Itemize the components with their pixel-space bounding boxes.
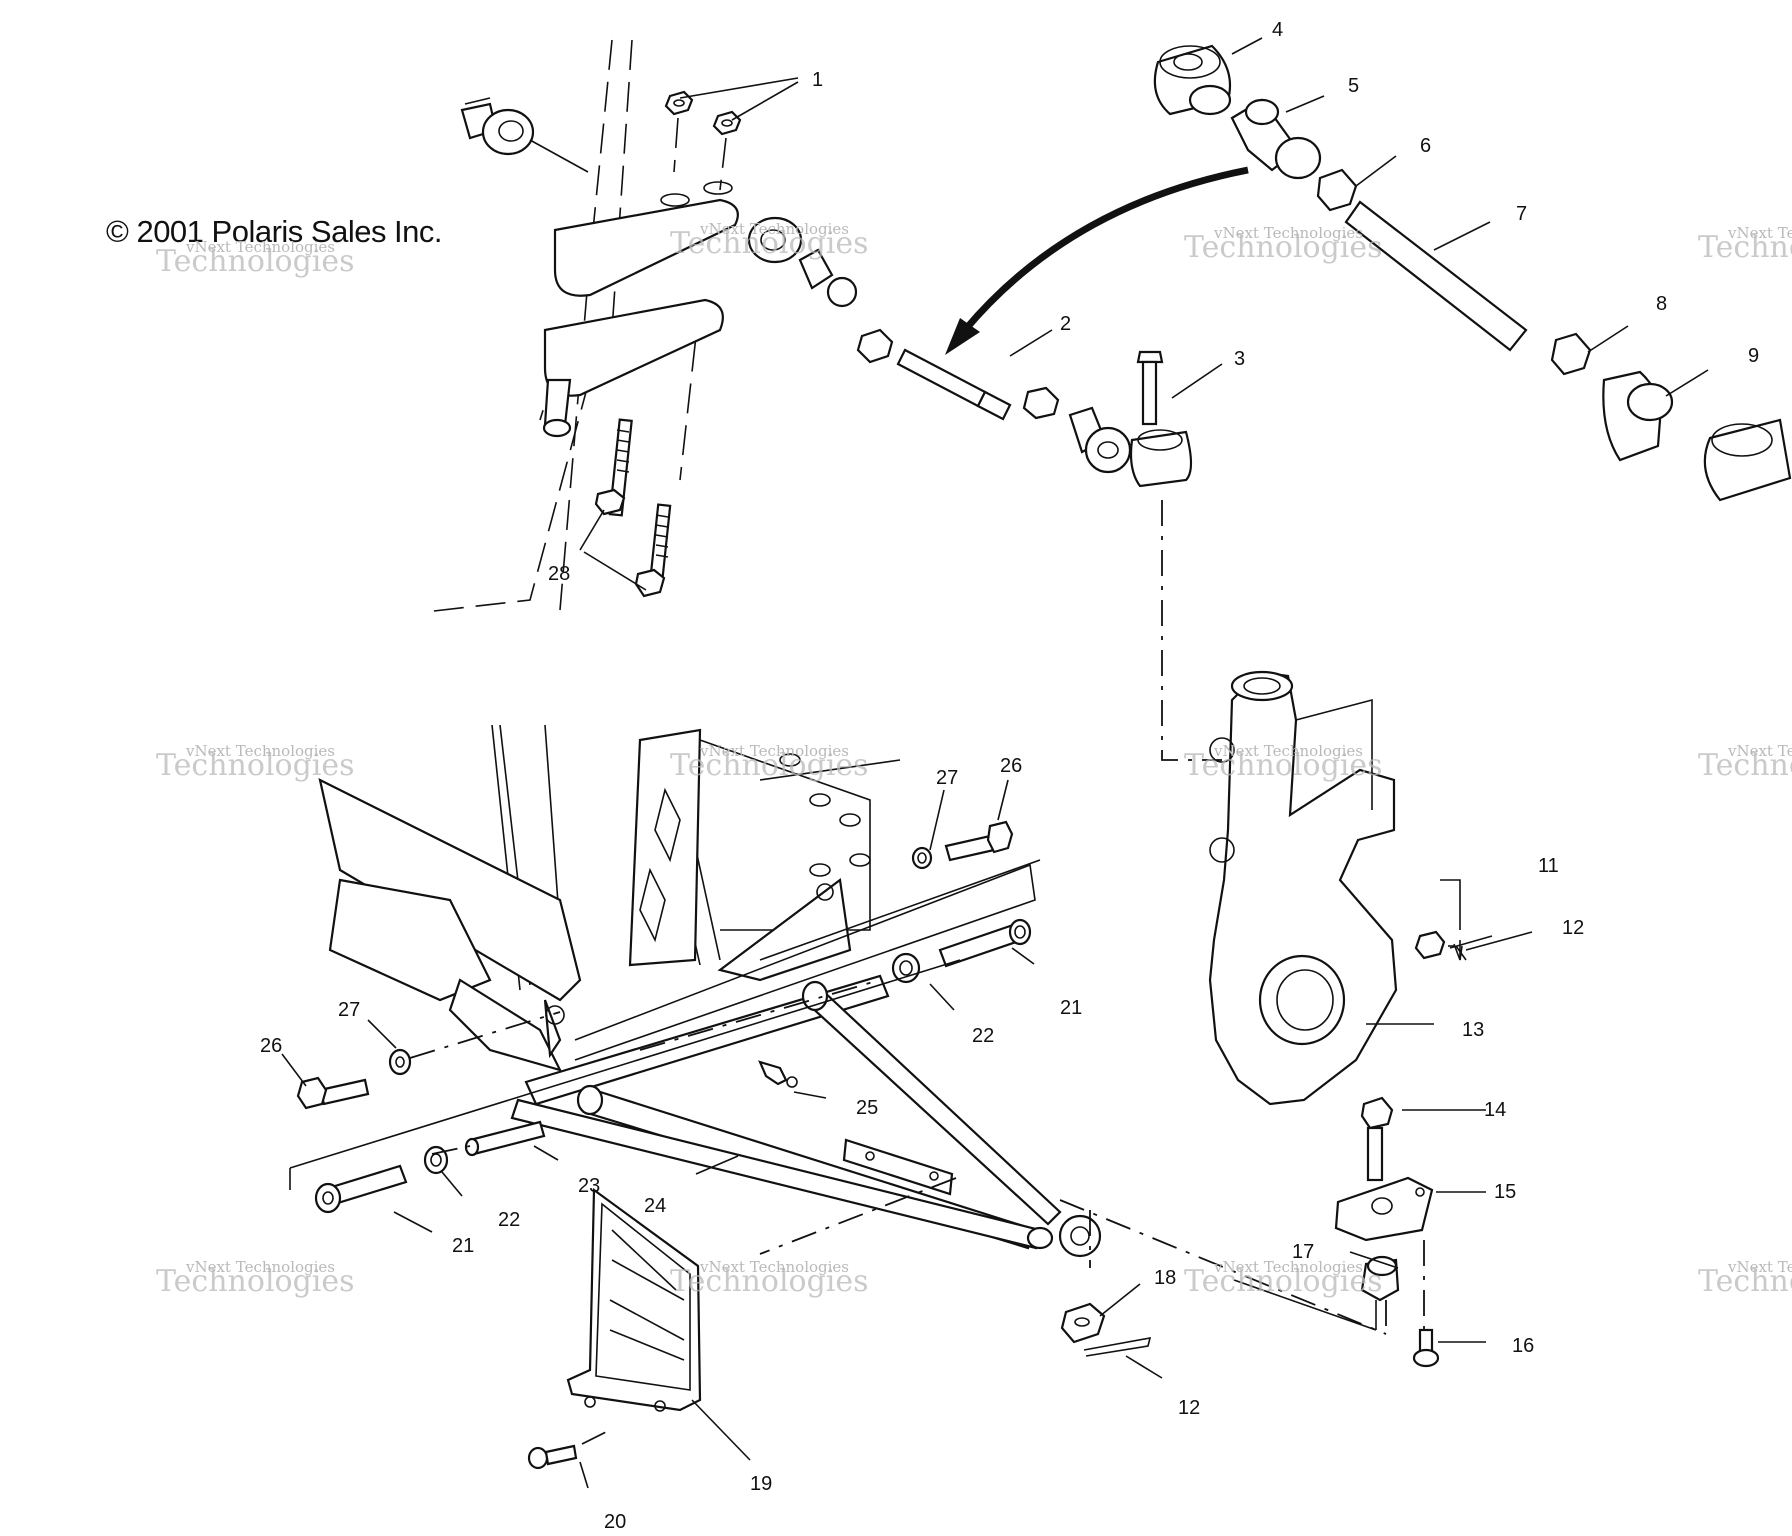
callout-19: 19 xyxy=(750,1473,772,1495)
assembly-arrow xyxy=(945,166,1249,355)
washer-22-left xyxy=(423,1145,449,1175)
bushing-21-left xyxy=(314,1164,408,1214)
callout-22-right: 22 xyxy=(972,1025,994,1047)
cotter-pin-12-lower xyxy=(1083,1336,1152,1357)
alignment-line-spindle xyxy=(1161,500,1222,761)
bolt-26-right xyxy=(944,820,1014,862)
callout-1: 1 xyxy=(812,69,823,91)
callout-labels: 1 2 3 4 5 6 7 8 9 11 12 12 13 14 15 16 1… xyxy=(260,19,1759,1533)
nut-18 xyxy=(1060,1302,1106,1344)
callout-27-left: 27 xyxy=(338,999,360,1021)
callout-27-right: 27 xyxy=(936,767,958,789)
ball-joint-17 xyxy=(1360,1255,1400,1302)
pivot-tube-23 xyxy=(464,1120,546,1157)
bolt-26-left xyxy=(296,1076,370,1110)
callout-12-lower: 12 xyxy=(1178,1397,1200,1419)
callout-4: 4 xyxy=(1272,19,1283,41)
alignment-line-20 xyxy=(581,1429,611,1445)
screw-20 xyxy=(527,1444,578,1470)
tie-rod-assembly xyxy=(747,216,1193,488)
washer-22-right xyxy=(891,952,921,984)
guard-plate-19 xyxy=(566,1187,702,1412)
callout-12-upper: 12 xyxy=(1562,917,1584,939)
spindle-assembly xyxy=(1208,670,1398,1106)
callout-21-left: 21 xyxy=(452,1235,474,1257)
callout-24: 24 xyxy=(644,1195,666,1217)
callout-16: 16 xyxy=(1512,1335,1534,1357)
callout-28: 28 xyxy=(548,563,570,585)
frame-section xyxy=(318,724,1036,1072)
copyright-notice: © 2001 Polaris Sales Inc. xyxy=(106,214,443,249)
bolt-28-pair xyxy=(594,418,672,598)
nut-1-pair xyxy=(664,90,742,191)
nut-11 xyxy=(1414,879,1461,960)
a-arm-assembly xyxy=(510,974,1102,1258)
bolt-16 xyxy=(1412,1328,1440,1368)
callout-17: 17 xyxy=(1292,1241,1314,1263)
bushing-21-right xyxy=(938,918,1032,968)
callout-18: 18 xyxy=(1154,1267,1176,1289)
exploded-tie-rod xyxy=(1153,44,1792,502)
plate-15 xyxy=(1334,1176,1434,1242)
bolt-14 xyxy=(1360,1096,1394,1182)
callout-5: 5 xyxy=(1348,75,1359,97)
cotter-pin-12-upper xyxy=(1448,943,1467,961)
callout-14: 14 xyxy=(1484,1099,1506,1121)
callout-26-left: 26 xyxy=(260,1035,282,1057)
washer-27-right xyxy=(911,846,933,870)
alignment-line-23 xyxy=(431,1145,471,1155)
callout-25: 25 xyxy=(856,1097,878,1119)
callout-13: 13 xyxy=(1462,1019,1484,1041)
callout-8: 8 xyxy=(1656,293,1667,315)
callout-21-right: 21 xyxy=(1060,997,1082,1019)
leader-lines xyxy=(281,37,1709,1489)
callout-11: 11 xyxy=(1538,855,1559,877)
callout-7: 7 xyxy=(1516,203,1527,225)
callout-23: 23 xyxy=(578,1175,600,1197)
callout-2: 2 xyxy=(1060,313,1071,335)
alignment-line-21 xyxy=(639,979,881,1051)
callout-26-right: 26 xyxy=(1000,755,1022,777)
washer-27-left xyxy=(388,1048,412,1076)
callout-20: 20 xyxy=(604,1511,626,1533)
grease-fitting-25 xyxy=(758,1060,798,1088)
callout-6: 6 xyxy=(1420,135,1431,157)
callout-15: 15 xyxy=(1494,1181,1516,1203)
callout-3: 3 xyxy=(1234,348,1245,370)
alignment-line-19 xyxy=(759,1177,957,1255)
callout-22-left: 22 xyxy=(498,1209,520,1231)
callout-9: 9 xyxy=(1748,345,1759,367)
bolt-3 xyxy=(1136,350,1164,426)
alignment-line-15 xyxy=(1059,1199,1387,1335)
steering-post-assembly xyxy=(424,39,739,613)
